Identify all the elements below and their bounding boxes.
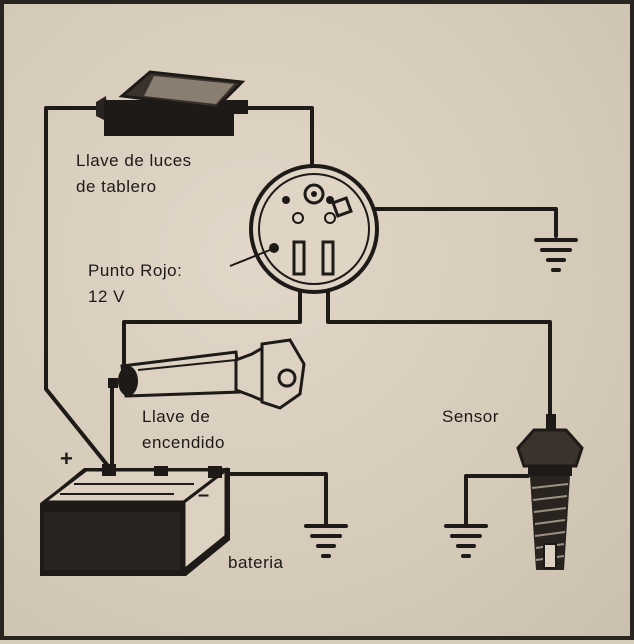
- sensor-label: Sensor: [442, 407, 499, 426]
- battery: [39, 464, 231, 576]
- wire-battery-to-panel-switch: [44, 106, 110, 468]
- ground-symbol-battery: [304, 524, 348, 558]
- ground-symbol-sensor: [444, 524, 488, 558]
- wire-gauge-to-ground: [352, 207, 558, 238]
- gauge-connector: [249, 164, 379, 294]
- red-dot-pointer: [229, 249, 271, 267]
- wire-panel-switch-to-gauge: [244, 106, 314, 174]
- wire-gauge-to-sensor: [326, 272, 552, 418]
- panel-switch-label-line2: de tablero: [76, 177, 157, 196]
- ignition-key-switch: [108, 338, 306, 410]
- wire-battery-to-ground: [217, 472, 328, 526]
- panel-switch-label-line1: Llave de luces: [76, 151, 192, 170]
- wire-gauge-to-ignition: [122, 272, 302, 371]
- ignition-label-line1: Llave de: [142, 407, 211, 426]
- sensor-body: [516, 414, 584, 570]
- wiring-diagram: [39, 70, 584, 576]
- wire-sensor-to-ground: [464, 474, 530, 526]
- battery-minus-sign: –: [198, 484, 210, 506]
- red-dot-label-line1: Punto Rojo:: [88, 261, 183, 280]
- battery-label: bateria: [228, 553, 284, 572]
- ground-symbol-gauge: [534, 238, 578, 272]
- panel-lights-switch: [96, 70, 248, 136]
- red-dot-label-line2: 12 V: [88, 287, 125, 306]
- battery-plus-sign: +: [60, 446, 74, 471]
- ignition-label-line2: encendido: [142, 433, 225, 452]
